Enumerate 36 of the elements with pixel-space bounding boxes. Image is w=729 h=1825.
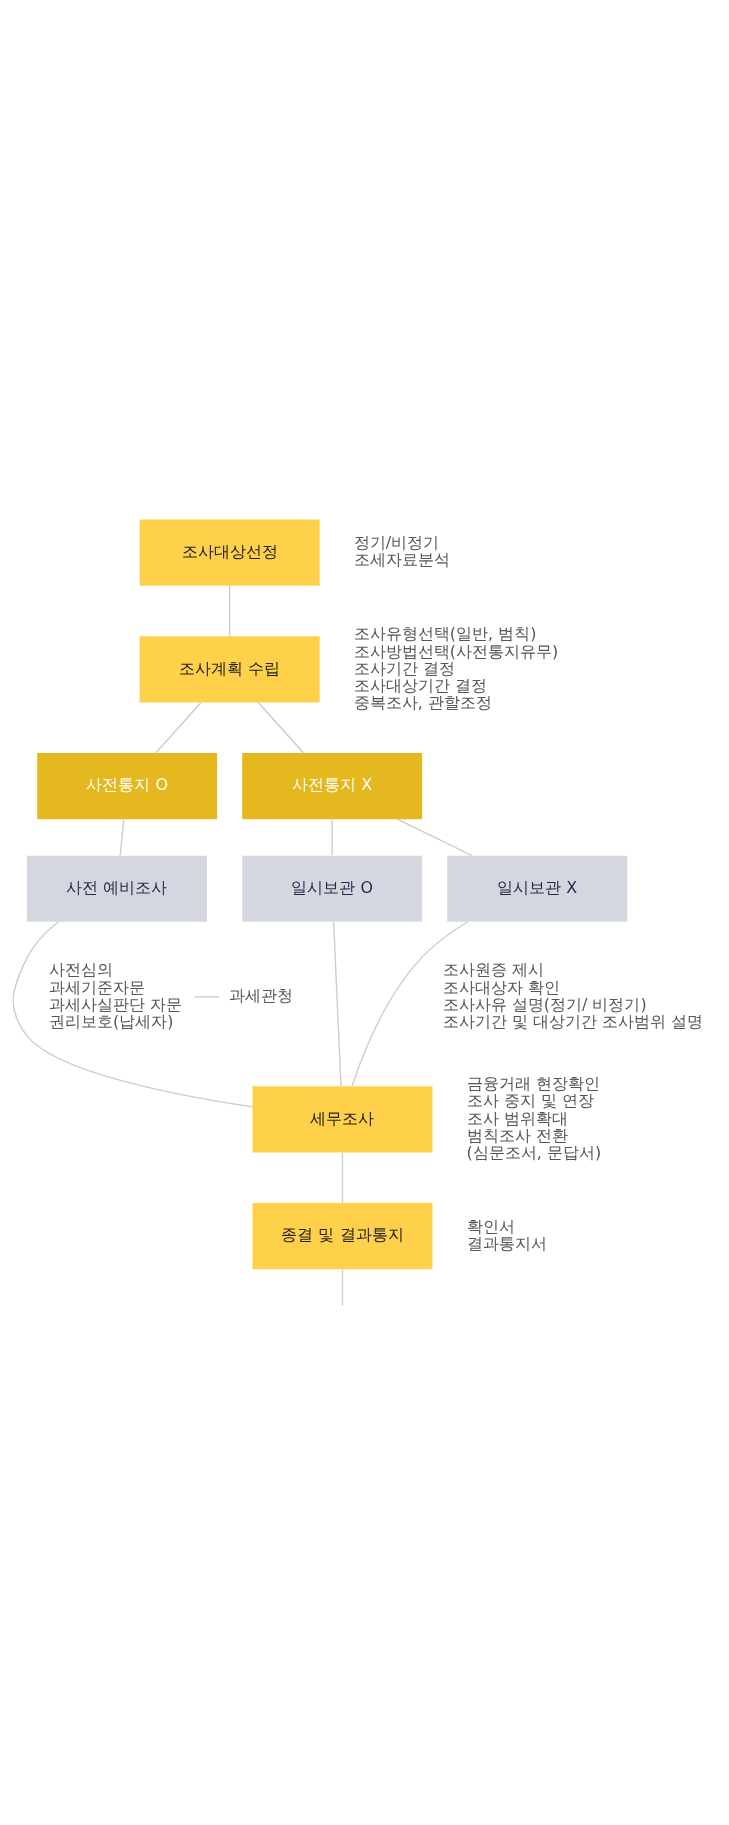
connector bbox=[12, 920, 253, 1108]
connector bbox=[332, 920, 342, 1087]
connector bbox=[155, 701, 202, 754]
label: 과세관청 bbox=[228, 985, 293, 1005]
node-label: 조세자료분석 bbox=[353, 549, 450, 569]
node-label: 확인서 bbox=[466, 1216, 515, 1236]
connector bbox=[331, 818, 333, 856]
connector bbox=[341, 1268, 344, 1306]
label: 과세사실판단 자문 bbox=[49, 994, 183, 1014]
node-label: 중복조사, 관할조정 bbox=[353, 692, 492, 712]
label: 조사원증 제시 bbox=[442, 959, 544, 979]
node-box: 일시보관 O bbox=[242, 855, 423, 922]
node-label: 금융거래 현장확인 bbox=[466, 1073, 600, 1093]
connector bbox=[351, 920, 469, 1087]
node-box: 세무조사 bbox=[252, 1085, 433, 1152]
node-box: 사전통지 X bbox=[242, 752, 423, 819]
connector bbox=[341, 1151, 344, 1204]
connector bbox=[396, 818, 473, 856]
node-box: 조사대상선정 bbox=[139, 519, 320, 586]
label: 조사대상자 확인 bbox=[442, 977, 560, 997]
node-label: 조사대상기간 결정 bbox=[353, 675, 487, 695]
connector bbox=[257, 701, 305, 754]
label: 사전심의 bbox=[49, 959, 114, 979]
label: 조사사유 설명(정기/ 비정기) bbox=[442, 994, 647, 1014]
node-label: 조사 범위확대 bbox=[466, 1108, 568, 1128]
connector bbox=[119, 818, 125, 856]
node-box: 사전통지 O bbox=[37, 752, 218, 819]
label: 권리보호(납세자) bbox=[49, 1011, 174, 1031]
node-box: 일시보관 X bbox=[447, 855, 628, 922]
connector bbox=[228, 584, 231, 637]
label: 과세기준자문 bbox=[49, 977, 146, 997]
node-label: 조사유형선택(일반, 범칙) bbox=[353, 623, 537, 643]
node-box: 조사계획 수립 bbox=[139, 635, 320, 702]
node-box: 종결 및 결과통지 bbox=[252, 1202, 433, 1269]
node-box: 사전 예비조사 bbox=[26, 855, 207, 922]
node-label: 정기/비정기 bbox=[353, 532, 440, 552]
